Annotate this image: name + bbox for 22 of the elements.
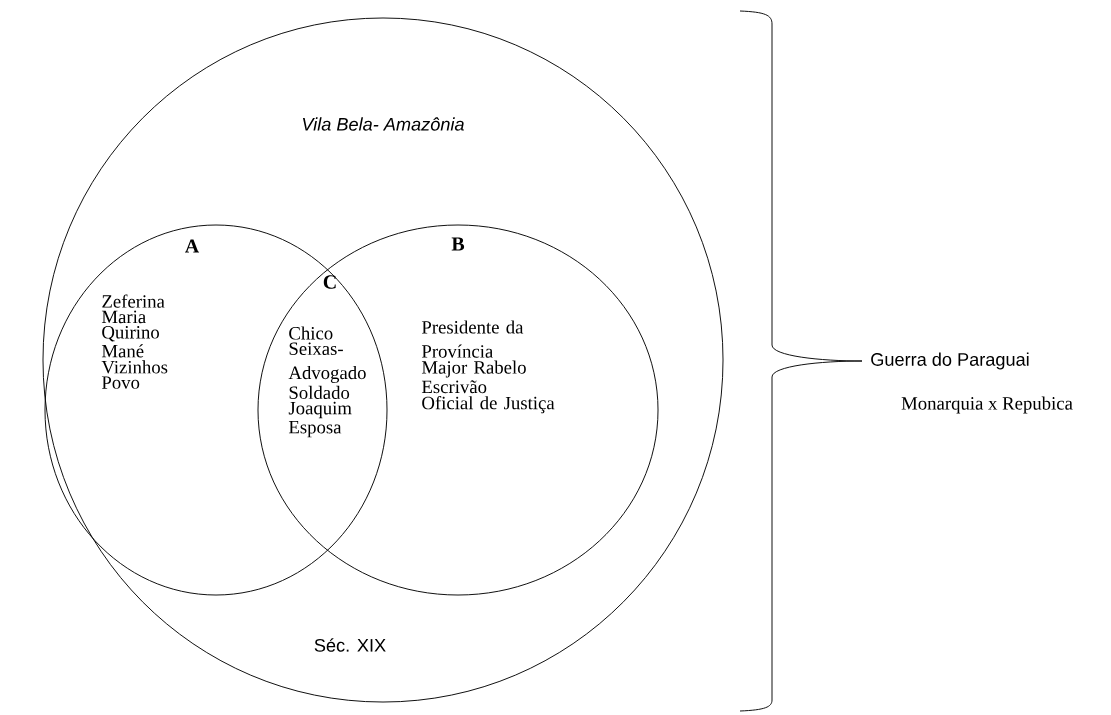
list-item: Maria xyxy=(101,310,146,324)
list-item: Seixas- Advogado xyxy=(288,342,366,383)
region-label: Séc. XIX xyxy=(314,638,386,652)
set-letter: C xyxy=(323,275,336,289)
list-item: Presidente da Província xyxy=(421,320,524,358)
list-item: Zeferina xyxy=(102,294,165,308)
list-item: Mané xyxy=(101,344,144,358)
list-item: Chico xyxy=(289,326,333,340)
side-label: Monarquia x Repubica xyxy=(901,396,1073,414)
list-item: Major Rabelo xyxy=(421,360,526,378)
list-item: Joaquim xyxy=(288,401,352,419)
list-item: Quirino xyxy=(102,326,159,342)
region-label: Vila Bela- Amazônia xyxy=(302,117,464,131)
list-item: Soldado xyxy=(289,385,350,399)
list-item: Povo xyxy=(101,376,140,389)
list-item: Vizinhos xyxy=(101,360,168,374)
list-item: Esposa xyxy=(288,421,342,438)
set-letter: B xyxy=(451,237,465,251)
side-label: Guerra do Paraguai xyxy=(871,352,1029,370)
list-item: Escrivão xyxy=(421,380,487,394)
set-letter: A xyxy=(185,239,200,253)
list-item: Oficial de Justiça xyxy=(422,396,555,414)
